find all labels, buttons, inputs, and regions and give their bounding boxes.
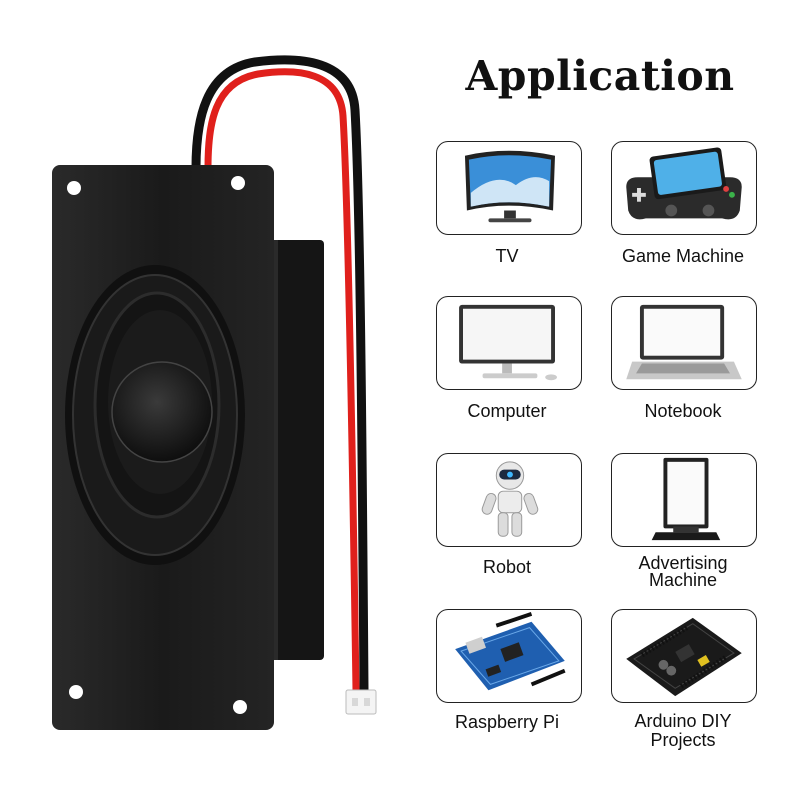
page-title: Application [465,52,735,100]
tv-card [436,141,582,235]
advertising-machine-label: Advertising Machine [638,553,728,590]
tv-icon [464,150,555,223]
tv-label: TV [495,246,519,266]
advertising-kiosk-icon [651,457,721,541]
raspberry-pi-card [436,609,582,703]
game-console-icon [626,147,742,220]
notebook-card [611,296,757,390]
game-machine-label: Game Machine [621,246,745,266]
computer-card [436,296,582,390]
speaker-product-image [52,55,377,730]
speaker-wire [191,55,369,695]
advertising-machine-card [611,453,757,547]
arduino-board-icon [626,617,742,697]
wire-connector [345,689,377,715]
arduino-diy-card [611,609,757,703]
robot-icon [481,461,539,537]
robot-label: Robot [482,557,532,577]
robot-card [436,453,582,547]
game-machine-card [611,141,757,235]
desktop-computer-icon [459,304,557,381]
arduino-diy-label: Arduino DIY Projects [634,711,732,750]
raspberry-pi-label: Raspberry Pi [454,712,560,732]
notebook-label: Notebook [644,401,722,421]
laptop-icon [626,304,742,380]
computer-label: Computer [467,401,547,421]
circuit-board-icon [455,612,566,691]
